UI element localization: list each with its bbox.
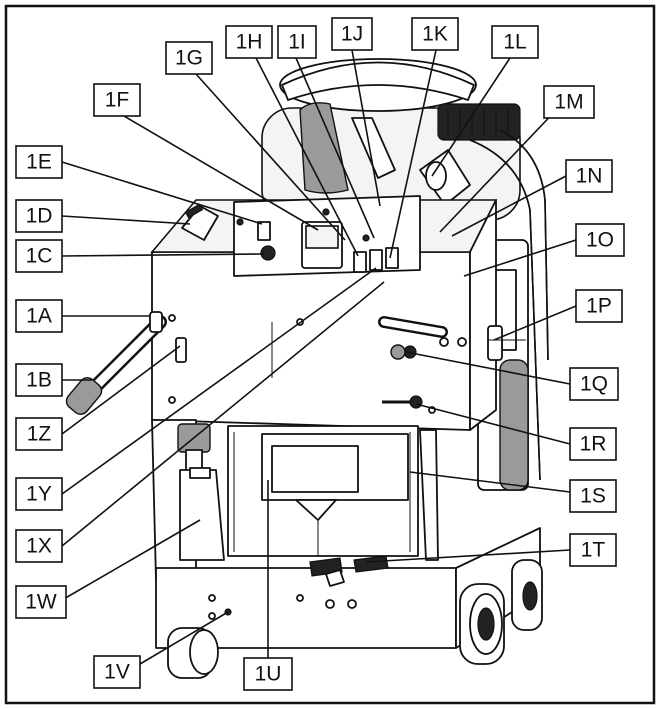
leader-1W <box>61 519 201 601</box>
callout-1E: 1E <box>15 145 63 179</box>
leader-1X <box>61 281 385 547</box>
leader-1P <box>493 305 577 341</box>
callout-1W-label: 1W <box>25 591 57 614</box>
callout-1K: 1K <box>411 17 459 51</box>
leader-1N <box>451 175 567 237</box>
callout-1V-label: 1V <box>104 661 130 684</box>
callout-1L-label: 1L <box>503 31 526 54</box>
bottom-fittings <box>309 555 389 587</box>
callout-1S-label: 1S <box>580 485 606 508</box>
leader-lines <box>61 49 577 665</box>
callout-1O-label: 1O <box>586 229 614 252</box>
callout-1R-label: 1R <box>580 433 607 456</box>
callout-1U: 1U <box>243 657 293 691</box>
leader-1D <box>61 215 191 225</box>
callout-1X: 1X <box>15 529 63 563</box>
callout-1E-label: 1E <box>26 151 52 174</box>
callout-1V: 1V <box>93 655 141 689</box>
callout-1N-label: 1N <box>576 165 603 188</box>
callout-1X-label: 1X <box>26 535 52 558</box>
callout-1L: 1L <box>491 25 539 59</box>
leader-1L <box>431 57 511 177</box>
filler-cap <box>181 203 219 241</box>
leader-1G <box>195 73 346 241</box>
callout-1J: 1J <box>331 17 373 51</box>
motor-housing <box>261 58 521 221</box>
callout-1A: 1A <box>15 299 63 333</box>
callout-1Y-label: 1Y <box>26 483 52 506</box>
leader-1I <box>295 57 375 239</box>
callouts: 1A 1B 1C 1D 1E 1F 1G 1H <box>15 17 625 691</box>
callout-1O: 1O <box>575 223 625 257</box>
callout-1Q-label: 1Q <box>580 373 608 396</box>
leader-1E <box>61 161 263 225</box>
callout-1W: 1W <box>15 585 67 619</box>
leader-1T <box>365 549 571 563</box>
leader-1S <box>409 471 571 493</box>
leader-1R <box>415 403 571 445</box>
wheels <box>167 559 543 679</box>
callout-1M: 1M <box>543 85 595 119</box>
callout-1A-label: 1A <box>26 305 52 328</box>
callout-1M-label: 1M <box>554 91 583 114</box>
figure-frame <box>4 4 656 705</box>
callout-1D-label: 1D <box>26 205 53 228</box>
leader-1V <box>139 611 229 665</box>
leader-1Q <box>405 351 571 385</box>
leader-1O <box>463 239 577 277</box>
callout-1K-label: 1K <box>422 23 448 46</box>
callout-1G-label: 1G <box>175 47 203 70</box>
right-controls <box>378 316 467 409</box>
callout-1P: 1P <box>575 289 623 323</box>
callout-1Z: 1Z <box>15 417 63 451</box>
callout-1B: 1B <box>15 363 63 397</box>
leader-1Z <box>61 345 181 435</box>
callout-1H-label: 1H <box>236 31 263 54</box>
callout-1Z-label: 1Z <box>27 423 52 446</box>
callout-1R: 1R <box>569 427 617 461</box>
leader-1H <box>255 57 359 257</box>
callout-1N: 1N <box>565 159 613 193</box>
callout-1C-label: 1C <box>26 245 53 268</box>
callout-1S: 1S <box>569 479 617 513</box>
callout-1J-label: 1J <box>341 23 363 46</box>
callout-1H: 1H <box>225 25 273 59</box>
handle <box>65 311 187 415</box>
control-panel <box>233 195 421 277</box>
center-panel <box>227 425 419 557</box>
machine-illustration <box>65 58 549 679</box>
leader-1K <box>389 49 437 259</box>
leader-1F <box>123 115 319 231</box>
callout-1Q: 1Q <box>569 367 619 401</box>
callout-1F: 1F <box>93 83 141 117</box>
callout-1F-label: 1F <box>105 89 130 112</box>
leader-1M <box>439 105 561 233</box>
callout-1T-label: 1T <box>581 539 606 562</box>
leader-1Y <box>61 267 377 495</box>
callout-1U-label: 1U <box>255 663 282 686</box>
callout-1D: 1D <box>15 199 63 233</box>
callout-1I-label: 1I <box>288 31 306 54</box>
leader-1J <box>351 49 381 207</box>
callout-1C: 1C <box>15 239 63 273</box>
callout-1B-label: 1B <box>26 369 52 392</box>
callout-1Y: 1Y <box>15 477 63 511</box>
callout-1G: 1G <box>165 41 213 75</box>
leader-1C <box>61 253 265 257</box>
callout-1T: 1T <box>569 533 617 567</box>
callout-1I: 1I <box>277 25 317 59</box>
callout-1P-label: 1P <box>586 295 612 318</box>
